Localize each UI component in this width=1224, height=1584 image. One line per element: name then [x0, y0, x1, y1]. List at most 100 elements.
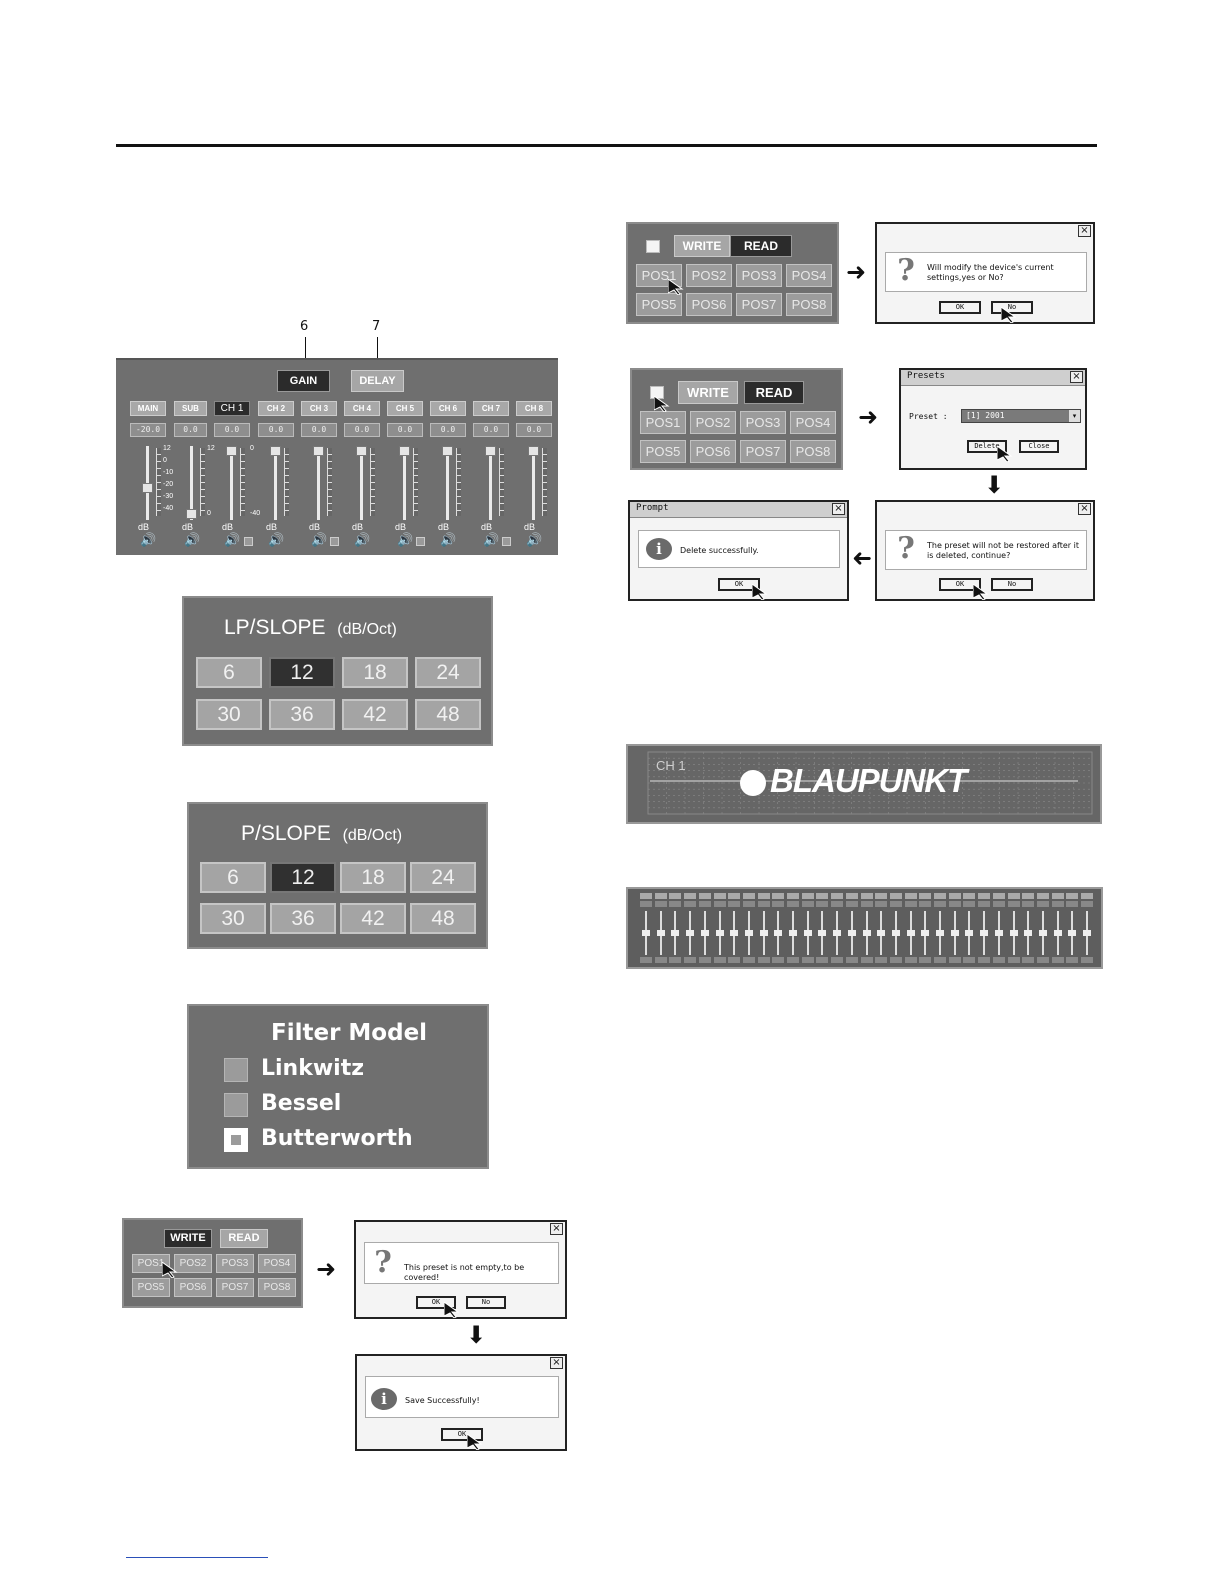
channel-tab-ch8[interactable]: CH 8	[516, 401, 552, 416]
fader-track[interactable]	[532, 446, 535, 520]
fader-track[interactable]	[489, 446, 492, 520]
fader-knob[interactable]	[528, 446, 539, 456]
preset-pos1-button[interactable]: POS1	[640, 411, 686, 434]
read-button[interactable]: READ	[744, 381, 804, 404]
eq-band-slider[interactable]	[801, 893, 823, 965]
preset-pos4-button[interactable]: POS4	[258, 1254, 296, 1273]
linkwitz-checkbox[interactable]	[224, 1058, 248, 1082]
preset-pos3-button[interactable]: POS3	[740, 411, 786, 434]
write-button[interactable]: WRITE	[678, 381, 738, 404]
ok-button[interactable]: OK	[939, 301, 981, 314]
lp-slope-option-18[interactable]: 18	[342, 657, 408, 688]
link-checkbox[interactable]	[502, 537, 511, 546]
lp-slope-option-12[interactable]: 12	[269, 657, 335, 688]
fader-track[interactable]	[317, 446, 320, 520]
preset-pos3-button[interactable]: POS3	[736, 264, 782, 287]
read-button[interactable]: READ	[730, 235, 792, 257]
lp-slope-option-24[interactable]: 24	[415, 657, 481, 688]
preset-pos4-button[interactable]: POS4	[790, 411, 836, 434]
preset-pos2-button[interactable]: POS2	[690, 411, 736, 434]
preset-pos2-button[interactable]: POS2	[686, 264, 732, 287]
p-slope-option-12[interactable]: 12	[270, 862, 336, 893]
fader-knob[interactable]	[399, 446, 410, 456]
eq-band-slider[interactable]	[831, 893, 852, 965]
lp-slope-option-30[interactable]: 30	[196, 699, 262, 730]
eq-band-slider[interactable]	[919, 893, 940, 965]
butterworth-checkbox[interactable]	[224, 1128, 248, 1152]
eq-band-slider[interactable]	[992, 893, 1014, 965]
speaker-icon[interactable]: 🔊	[440, 533, 457, 548]
channel-value-field[interactable]: 0.0	[214, 423, 250, 437]
speaker-icon[interactable]: 🔊	[140, 533, 157, 548]
channel-tab-ch4[interactable]: CH 4	[344, 401, 380, 416]
eq-band-slider[interactable]	[669, 893, 690, 965]
close-button[interactable]: Close	[1019, 440, 1059, 453]
chevron-down-icon[interactable]: ▾	[1069, 410, 1080, 422]
channel-value-field[interactable]: 0.0	[387, 423, 423, 437]
no-button[interactable]: No	[991, 578, 1033, 591]
p-slope-option-6[interactable]: 6	[200, 862, 266, 893]
lp-slope-option-6[interactable]: 6	[196, 657, 262, 688]
fader-track[interactable]	[360, 446, 363, 520]
fader-knob[interactable]	[142, 483, 153, 493]
eq-band-slider[interactable]	[948, 893, 970, 965]
p-slope-option-24[interactable]: 24	[410, 862, 476, 893]
preset-pos7-button[interactable]: POS7	[740, 440, 786, 463]
preset-pos7-button[interactable]: POS7	[216, 1278, 254, 1297]
preset-pos1-button[interactable]: POS1	[132, 1254, 170, 1273]
lp-slope-option-36[interactable]: 36	[269, 699, 335, 730]
eq-band-slider[interactable]	[1081, 893, 1102, 965]
speaker-icon[interactable]: 🔊	[354, 533, 371, 548]
read-button[interactable]: READ	[220, 1229, 268, 1248]
preset-pos8-button[interactable]: POS8	[790, 440, 836, 463]
eq-band-slider[interactable]	[640, 893, 661, 965]
channel-value-field[interactable]: 0.0	[473, 423, 509, 437]
eq-band-slider[interactable]	[713, 893, 735, 965]
speaker-icon[interactable]: 🔊	[224, 533, 241, 548]
channel-value-field[interactable]: 0.0	[516, 423, 552, 437]
preset-pos1-button[interactable]: POS1	[636, 264, 682, 287]
preset-select[interactable]: [1] 2001	[961, 409, 1081, 423]
channel-tab-ch6[interactable]: CH 6	[430, 401, 466, 416]
eq-band-slider[interactable]	[904, 893, 926, 965]
write-button[interactable]: WRITE	[674, 235, 730, 257]
preset-pos8-button[interactable]: POS8	[786, 293, 832, 316]
eq-band-slider[interactable]	[889, 893, 911, 965]
link-checkbox[interactable]	[244, 537, 253, 546]
eq-band-slider[interactable]	[860, 893, 882, 965]
eq-band-slider[interactable]	[684, 893, 705, 965]
channel-tab-sub[interactable]: SUB	[174, 401, 207, 416]
eq-band-slider[interactable]	[1036, 893, 1058, 965]
preset-pos6-button[interactable]: POS6	[174, 1278, 212, 1297]
channel-tab-ch2[interactable]: CH 2	[258, 401, 294, 416]
preset-pos5-button[interactable]: POS5	[640, 440, 686, 463]
preset-pos6-button[interactable]: POS6	[686, 293, 732, 316]
channel-value-field[interactable]: 0.0	[258, 423, 294, 437]
close-icon[interactable]: ×	[832, 503, 845, 515]
fader-track[interactable]	[230, 446, 233, 520]
fader-knob[interactable]	[356, 446, 367, 456]
ok-button[interactable]: OK	[718, 578, 760, 591]
fader-knob[interactable]	[442, 446, 453, 456]
close-icon[interactable]: ×	[550, 1357, 563, 1369]
preset-checkbox[interactable]	[646, 240, 660, 253]
eq-band-slider[interactable]	[978, 893, 999, 965]
eq-band-slider[interactable]	[875, 893, 896, 965]
eq-band-slider[interactable]	[1007, 893, 1029, 965]
eq-band-slider[interactable]	[698, 893, 720, 965]
speaker-icon[interactable]: 🔊	[184, 533, 201, 548]
channel-tab-ch1[interactable]: CH 1	[214, 401, 250, 416]
preset-pos4-button[interactable]: POS4	[786, 264, 832, 287]
gain-button[interactable]: GAIN	[277, 370, 330, 392]
close-icon[interactable]: ×	[1078, 225, 1091, 237]
p-slope-option-48[interactable]: 48	[410, 903, 476, 934]
fader-knob[interactable]	[313, 446, 324, 456]
channel-value-field[interactable]: 0.0	[301, 423, 337, 437]
eq-band-slider[interactable]	[934, 893, 955, 965]
delay-button[interactable]: DELAY	[351, 370, 404, 392]
p-slope-option-36[interactable]: 36	[270, 903, 336, 934]
fader-track[interactable]	[403, 446, 406, 520]
eq-band-slider[interactable]	[1022, 893, 1043, 965]
fader-track[interactable]	[274, 446, 277, 520]
preset-pos5-button[interactable]: POS5	[636, 293, 682, 316]
